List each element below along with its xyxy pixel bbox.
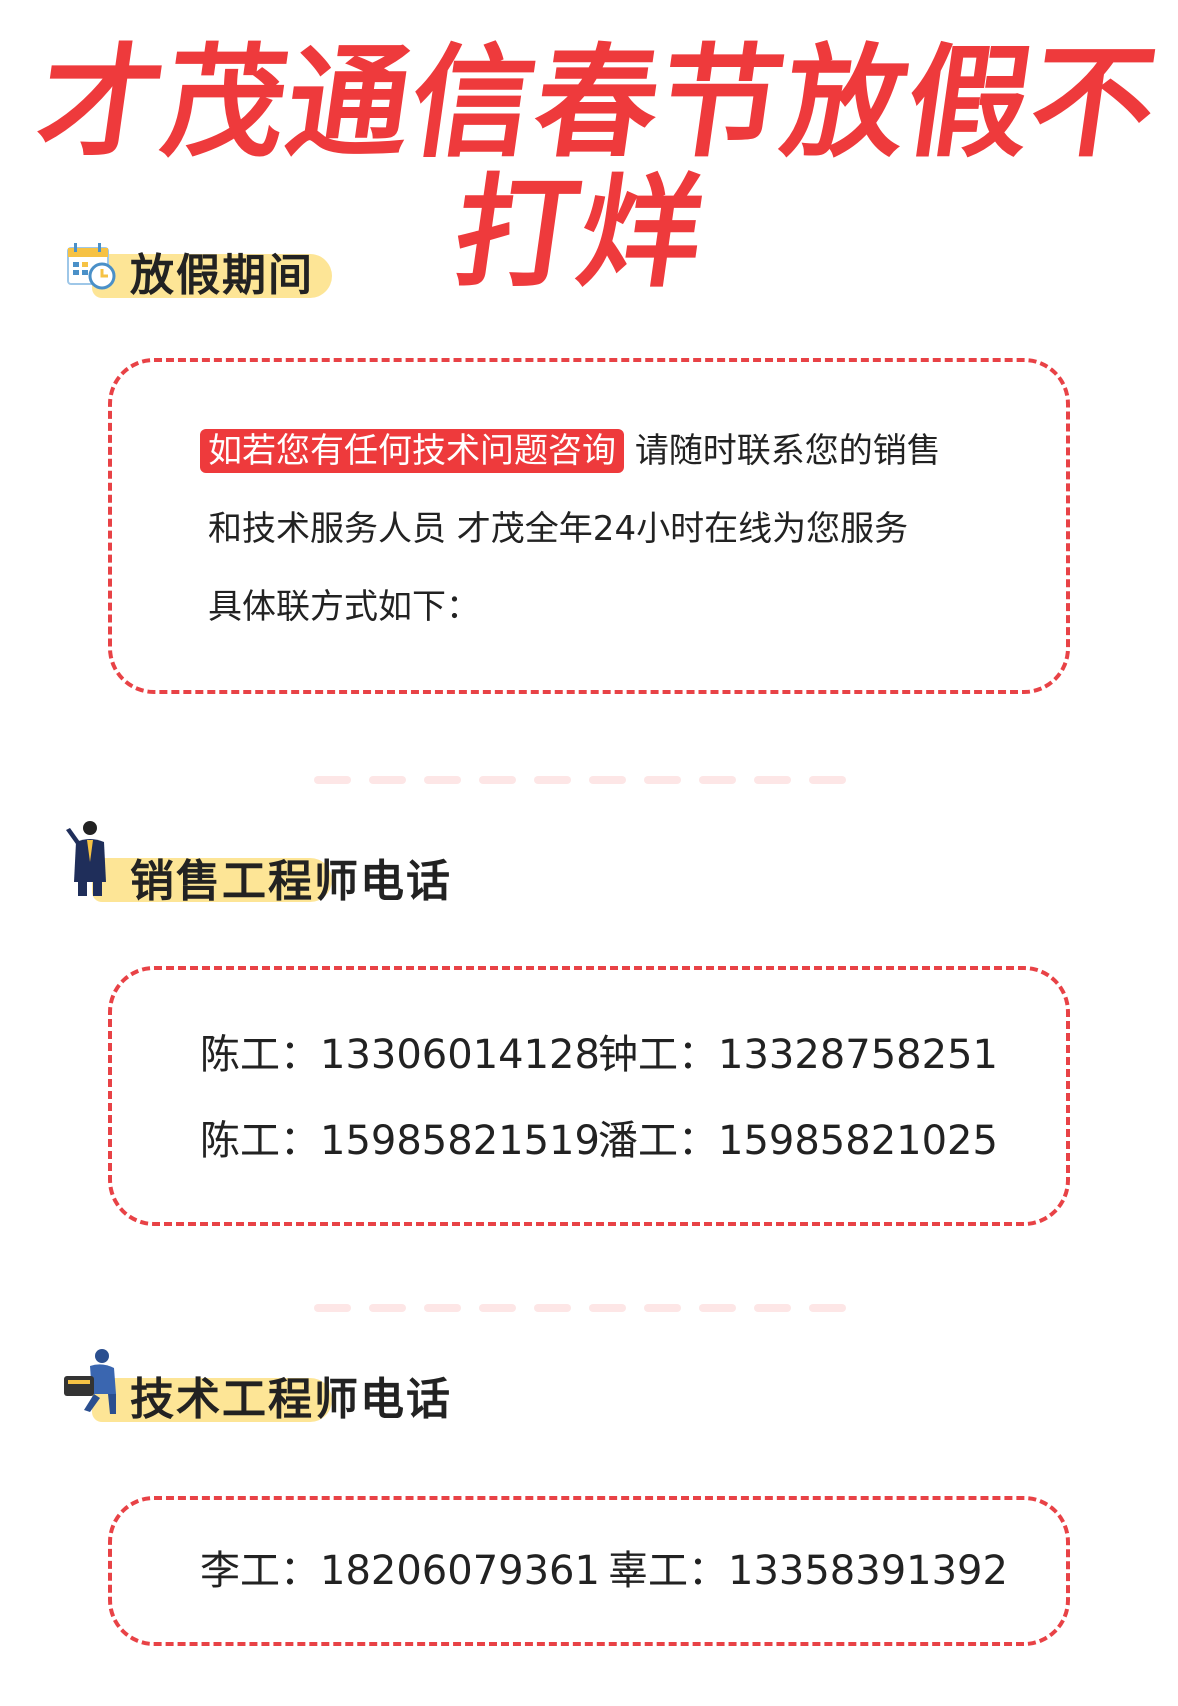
contact-name: 李工：	[200, 1548, 320, 1594]
sales-contact: 潘工：15985821025	[598, 1116, 998, 1166]
contact-phone: 13358391392	[728, 1548, 1008, 1594]
sales-contact: 陈工：13306014128	[200, 1030, 600, 1080]
tech-contact: 李工：18206079361	[200, 1546, 600, 1596]
section-heading-tech: 技术工程师电话	[62, 1349, 482, 1438]
highlight-text: 如若您有任何技术问题咨询	[200, 429, 624, 473]
section-heading-label: 放假期间	[130, 250, 314, 301]
sales-contact: 钟工：13328758251	[598, 1030, 998, 1080]
holiday-info-box: 如若您有任何技术问题咨询 请随时联系您的销售 和技术服务人员 才茂全年24小时在…	[108, 358, 1070, 694]
sales-contact-box: 陈工：13306014128 钟工：13328758251 陈工：1598582…	[108, 966, 1070, 1226]
line1-rest: 请随时联系您的销售	[634, 431, 941, 471]
tech-contact-box: 李工：18206079361 辜工：13358391392	[108, 1496, 1070, 1646]
contact-name: 陈工：	[200, 1032, 320, 1078]
section-heading-holiday: 放假期间	[62, 243, 482, 314]
info-line-3: 具体联方式如下：	[208, 587, 480, 627]
contact-phone: 15985821519	[320, 1118, 600, 1164]
separator	[314, 776, 846, 784]
section-heading-label: 销售工程师电话	[130, 856, 452, 907]
heading-band	[92, 1378, 332, 1422]
heading-band	[92, 858, 332, 902]
info-line-1: 如若您有任何技术问题咨询 请随时联系您的销售	[200, 428, 941, 474]
technician-icon	[62, 1346, 128, 1422]
sales-contact: 陈工：15985821519	[200, 1116, 600, 1166]
contact-name: 辜工：	[608, 1548, 728, 1594]
heading-band	[92, 254, 332, 298]
contact-phone: 13306014128	[320, 1032, 600, 1078]
contact-name: 潘工：	[598, 1118, 718, 1164]
tech-contact: 辜工：13358391392	[608, 1546, 1008, 1596]
section-heading-sales: 销售工程师电话	[62, 821, 482, 920]
contact-phone: 18206079361	[320, 1548, 600, 1594]
info-line-2: 和技术服务人员 才茂全年24小时在线为您服务	[208, 509, 909, 549]
businessman-icon	[62, 818, 118, 902]
contact-phone: 13328758251	[718, 1032, 998, 1078]
section-heading-label: 技术工程师电话	[130, 1374, 452, 1425]
contact-name: 陈工：	[200, 1118, 320, 1164]
calendar-clock-icon	[62, 238, 122, 302]
contact-name: 钟工：	[598, 1032, 718, 1078]
contact-phone: 15985821025	[718, 1118, 998, 1164]
separator	[314, 1304, 846, 1312]
